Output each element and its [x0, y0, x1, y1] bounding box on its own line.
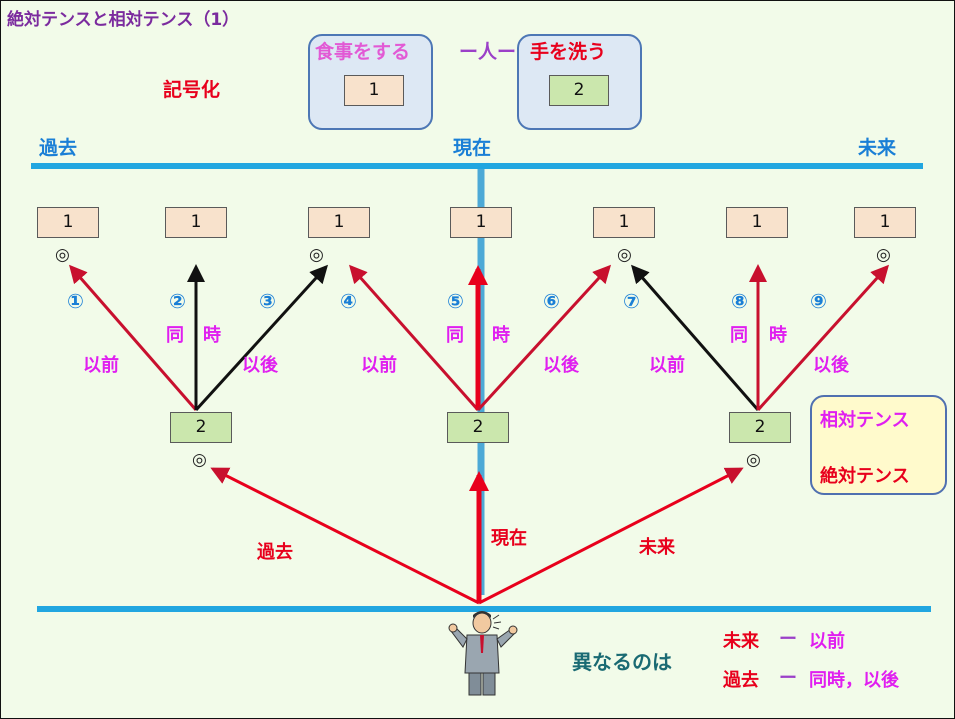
event-box-7: 1: [854, 207, 916, 238]
absolute-past-label: 過去: [257, 542, 293, 563]
circled-number-9: ⑨: [810, 289, 827, 313]
event-box-4: 1: [450, 207, 512, 238]
event-box-1: 1: [37, 207, 99, 238]
event-box-5: 1: [593, 207, 655, 238]
event-box-2-past: 2: [170, 412, 232, 443]
absolute-future-label: 未来: [639, 537, 675, 558]
event-box-2-present: 2: [447, 412, 509, 443]
tense-type-box: [810, 395, 947, 495]
absolute-tense-label: 絶対テンス: [820, 466, 910, 487]
circled-number-8: ⑧: [731, 289, 748, 313]
same-label-2b: 時: [492, 325, 510, 346]
circled-number-7: ⑦: [623, 289, 640, 313]
before-label-3: 以前: [649, 355, 685, 376]
same-label-3b: 時: [769, 325, 787, 346]
note-line2-b: 同時，以後: [809, 670, 899, 691]
circled-number-2: ②: [169, 289, 186, 313]
arrow-3-after: [194, 264, 329, 412]
note-line2-dash: ー: [779, 668, 797, 689]
arrow-absolute-future: [478, 467, 744, 605]
symbolize-label: 記号化: [163, 79, 221, 101]
timeline-past-label: 過去: [39, 137, 78, 159]
page-title: 絶対テンスと相対テンス（1）: [7, 10, 240, 30]
absolute-present-label: 現在: [491, 528, 527, 549]
legend-eat-label: 食事をする: [315, 41, 411, 63]
same-label-2a: 同: [446, 325, 464, 346]
after-label-3: 以後: [813, 355, 849, 376]
note-line1-dash: ー: [779, 629, 797, 650]
timeline-future-label: 未来: [858, 137, 897, 159]
legend-box-1: 1: [344, 75, 404, 106]
double-circle-mid-1: ◎: [192, 450, 207, 470]
difference-lead-label: 異なるのは: [572, 650, 672, 674]
note-line1-b: 以前: [809, 631, 845, 652]
circled-number-3: ③: [259, 289, 276, 313]
double-circle-mid-2: ◎: [746, 450, 761, 470]
same-label-3a: 同: [730, 325, 748, 346]
note-line2-a: 過去: [723, 670, 759, 691]
circled-number-1: ①: [67, 289, 84, 313]
same-label-1a: 同: [166, 325, 184, 346]
event-box-6: 1: [726, 207, 788, 238]
arrow-6-after: [476, 264, 612, 412]
double-circle-4: ◎: [876, 245, 891, 265]
same-label-1b: 時: [203, 325, 221, 346]
legend-wash-label: 手を洗う: [530, 41, 607, 63]
legend-person-label: ー人ー: [459, 41, 517, 63]
note-line1-a: 未来: [723, 631, 759, 652]
event-box-2-future: 2: [729, 412, 791, 443]
legend-box-2: 2: [549, 75, 609, 106]
after-label-1: 以後: [242, 355, 278, 376]
arrow-4-before: [349, 264, 480, 411]
arrow-9-after: [756, 264, 890, 412]
before-label-2: 以前: [361, 355, 397, 376]
arrow-7-before: [631, 264, 760, 411]
businessman-presenting-icon: [448, 611, 518, 696]
event-box-2: 1: [165, 207, 227, 238]
event-box-3: 1: [308, 207, 370, 238]
double-circle-1: ◎: [55, 245, 70, 265]
circled-number-6: ⑥: [543, 289, 560, 313]
after-label-2: 以後: [543, 355, 579, 376]
double-circle-2: ◎: [309, 245, 324, 265]
circled-number-4: ④: [340, 289, 357, 313]
arrow-1-before: [69, 264, 198, 411]
before-label-1: 以前: [83, 355, 119, 376]
circled-number-5: ⑤: [447, 289, 464, 313]
relative-tense-label: 相対テンス: [820, 410, 910, 431]
timeline-present-label: 現在: [453, 137, 492, 159]
arrow-absolute-past: [210, 467, 480, 605]
double-circle-3: ◎: [617, 245, 632, 265]
